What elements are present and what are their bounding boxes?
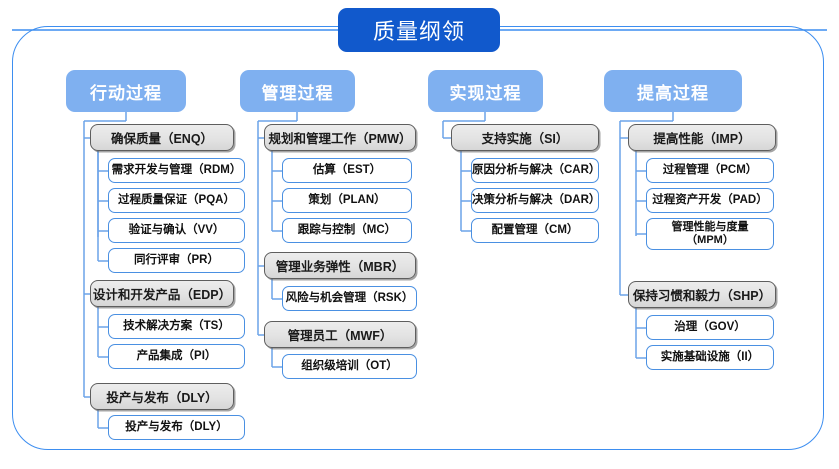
- node-ts[interactable]: 技术解决方案（TS）: [108, 314, 245, 339]
- node-ot[interactable]: 组织级培训（OT）: [282, 354, 417, 379]
- column-2: 管理过程: [240, 70, 355, 112]
- column-header-3[interactable]: 实现过程: [428, 70, 543, 112]
- column-header-4[interactable]: 提高过程: [604, 70, 742, 112]
- node-vv[interactable]: 验证与确认（VV）: [108, 218, 245, 243]
- column-3: 实现过程: [428, 70, 543, 112]
- node-rdm[interactable]: 需求开发与管理（RDM）: [108, 158, 245, 183]
- node-plan[interactable]: 策划（PLAN）: [282, 188, 412, 213]
- node-si[interactable]: 支持实施（SI）: [451, 124, 599, 151]
- node-pad[interactable]: 过程资产开发（PAD）: [646, 188, 774, 213]
- node-pcm[interactable]: 过程管理（PCM）: [646, 158, 774, 183]
- node-ii[interactable]: 实施基础设施（II）: [646, 345, 774, 370]
- column-1: 行动过程: [66, 70, 186, 112]
- node-imp[interactable]: 提高性能（IMP）: [628, 124, 776, 151]
- node-cm[interactable]: 配置管理（CM）: [471, 218, 599, 243]
- node-gov[interactable]: 治理（GOV）: [646, 315, 774, 340]
- node-pi[interactable]: 产品集成（PI）: [108, 344, 245, 369]
- node-car[interactable]: 原因分析与解决（CAR）: [471, 158, 600, 183]
- node-mc[interactable]: 跟踪与控制（MC）: [282, 218, 412, 243]
- node-shp[interactable]: 保持习惯和毅力（SHP）: [628, 281, 776, 308]
- column-header-1[interactable]: 行动过程: [66, 70, 186, 112]
- node-rsk[interactable]: 风险与机会管理（RSK）: [282, 286, 417, 311]
- node-pqa[interactable]: 过程质量保证（PQA）: [108, 188, 245, 213]
- node-dly[interactable]: 投产与发布（DLY）: [108, 415, 245, 440]
- node-edp[interactable]: 设计和开发产品（EDP）: [90, 280, 234, 307]
- node-mbr[interactable]: 管理业务弹性（MBR）: [264, 252, 416, 279]
- node-pr[interactable]: 同行评审（PR）: [108, 248, 245, 273]
- column-4: 提高过程: [604, 70, 742, 112]
- node-est[interactable]: 估算（EST）: [282, 158, 412, 183]
- node-mpm[interactable]: 管理性能与度量（MPM）: [646, 218, 774, 250]
- node-enq[interactable]: 确保质量（ENQ）: [90, 124, 234, 151]
- node-mwf[interactable]: 管理员工（MWF）: [264, 321, 416, 348]
- node-dar[interactable]: 决策分析与解决（DAR）: [471, 188, 600, 213]
- diagram-title: 质量纲领: [338, 8, 500, 52]
- node-dly-group[interactable]: 投产与发布（DLY）: [90, 383, 234, 410]
- column-header-2[interactable]: 管理过程: [240, 70, 355, 112]
- node-pmw[interactable]: 规划和管理工作（PMW）: [264, 124, 416, 151]
